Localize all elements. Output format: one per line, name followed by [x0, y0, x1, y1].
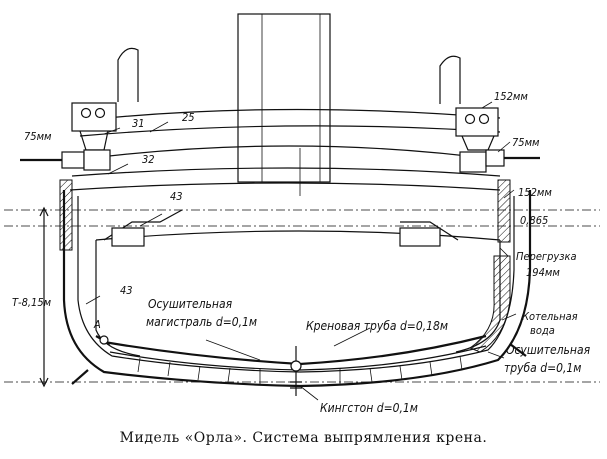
label-point-A: А: [93, 318, 101, 331]
label-heel-pipe: Креновая труба d=0,18м: [306, 319, 448, 333]
pipes: [95, 334, 487, 396]
boiler-water-area: [468, 255, 511, 353]
label-draught-T: Т-8,15м: [12, 296, 52, 309]
label-dry-main-2: магистраль d=0,1м: [146, 315, 257, 329]
gun-75-left: [20, 149, 111, 171]
label-frame43-top: 43: [170, 190, 183, 203]
label-gun152-top: 152мм: [494, 90, 528, 103]
label-gun75-right: 75мм: [512, 136, 540, 149]
label-gun152-right: 152мм: [518, 186, 552, 199]
ventilator-left: [117, 47, 139, 102]
funnel: [237, 13, 331, 183]
double-bottom: [109, 345, 487, 384]
figure-caption: Мидель «Орла». Система выпрямления крена…: [119, 430, 488, 446]
armored-deck: [103, 209, 459, 247]
bilge-keels: [71, 343, 527, 385]
label-boiler-water-2: вода: [530, 324, 555, 337]
label-dry-main-1: Осушительная: [148, 297, 233, 311]
label-draught-extra: 0,865: [520, 214, 548, 227]
label-kingston: Кингстон d=0,1м: [320, 401, 418, 415]
label-overload-2: 194мм: [526, 266, 560, 279]
leader-lines: [85, 101, 517, 401]
label-dry-pipe-2: труба d=0,1м: [504, 361, 581, 375]
label-overload-1: Перегрузка: [516, 250, 577, 263]
label-boiler-water-1: Котельная: [522, 310, 578, 323]
label-frame31: 31: [132, 117, 145, 130]
label-frame25: 25: [182, 111, 195, 124]
label-frame43-side: 43: [120, 284, 133, 297]
gun-75-right: [459, 149, 540, 173]
label-gun75-left: 75мм: [24, 130, 52, 143]
ventilator-right: [439, 55, 461, 104]
label-frame32: 32: [142, 153, 155, 166]
label-dry-pipe-1: Осушительная: [506, 343, 591, 357]
turret-right: [455, 107, 499, 151]
draught-dimension: [39, 206, 49, 388]
turret-left: [71, 102, 117, 151]
decks: [69, 108, 501, 196]
